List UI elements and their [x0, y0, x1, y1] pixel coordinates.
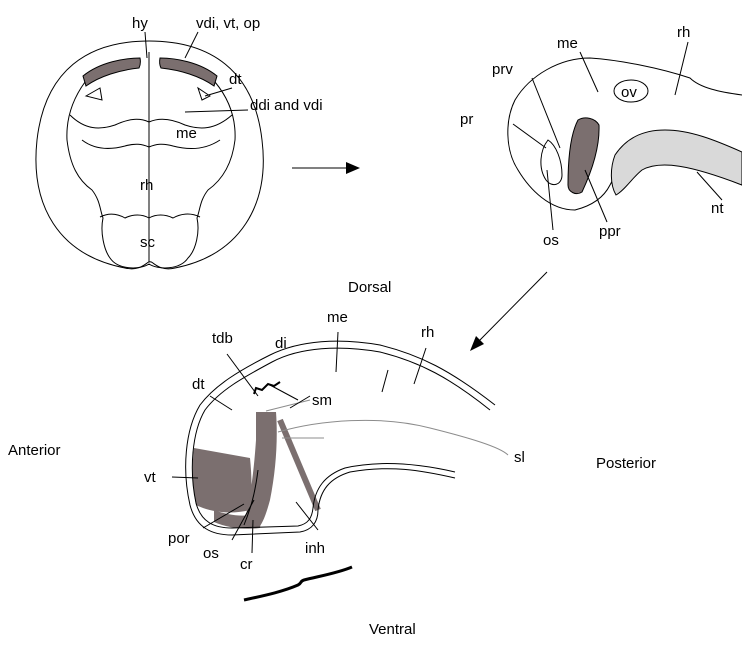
dorsal-me-lower — [82, 140, 220, 148]
late-vt-region — [193, 448, 252, 512]
label-dorsal-rh: rh — [140, 177, 153, 194]
label-early-rh: rh — [677, 24, 690, 41]
label-nt: nt — [711, 200, 724, 217]
label-sl: sl — [514, 449, 525, 466]
orientation-anterior: Anterior — [8, 442, 61, 459]
late-sl-lines — [266, 400, 508, 455]
arrow-diagonal — [470, 272, 547, 351]
orientation-ventral: Ventral — [369, 621, 416, 638]
label-early-me: me — [557, 35, 578, 52]
label-late-os: os — [203, 545, 219, 562]
early-neural-tube — [611, 130, 742, 195]
label-por: por — [168, 530, 190, 547]
late-inh-line — [280, 420, 318, 510]
label-dorsal-me: me — [176, 125, 197, 142]
early-ppr-shape — [568, 118, 599, 194]
label-ov: ov — [621, 84, 637, 101]
orientation-dorsal: Dorsal — [348, 279, 391, 296]
orientation-posterior: Posterior — [596, 455, 656, 472]
label-ddi-vdi: ddi and vdi — [250, 97, 323, 114]
dorsal-dt-flap-left — [86, 88, 102, 100]
label-pr: pr — [460, 111, 473, 128]
label-vdi-vt-op: vdi, vt, op — [196, 15, 260, 32]
label-tdb: tdb — [212, 330, 233, 347]
dorsal-dark-band-right — [160, 58, 217, 86]
dorsal-dt-flap-right — [198, 88, 210, 100]
label-late-me: me — [327, 309, 348, 326]
label-ppr: ppr — [599, 223, 621, 240]
dorsal-dark-band-left — [83, 58, 140, 86]
label-inh: inh — [305, 540, 325, 557]
label-early-os: os — [543, 232, 559, 249]
label-vt: vt — [144, 469, 157, 486]
dorsal-me-band — [70, 115, 232, 128]
label-dorsal-sc: sc — [140, 234, 156, 251]
label-late-rh: rh — [421, 324, 434, 341]
arrow-right — [292, 162, 360, 174]
late-leader-lines — [172, 332, 426, 553]
dorsal-sc-lobes — [100, 214, 200, 218]
label-cr: cr — [240, 556, 253, 573]
label-hy: hy — [132, 15, 148, 32]
label-sm: sm — [312, 392, 332, 409]
label-late-dt: dt — [192, 376, 205, 393]
label-prv: prv — [492, 61, 513, 78]
label-dorsal-dt: dt — [229, 71, 242, 88]
ventral-brace — [244, 567, 352, 600]
label-di: di — [275, 335, 287, 352]
